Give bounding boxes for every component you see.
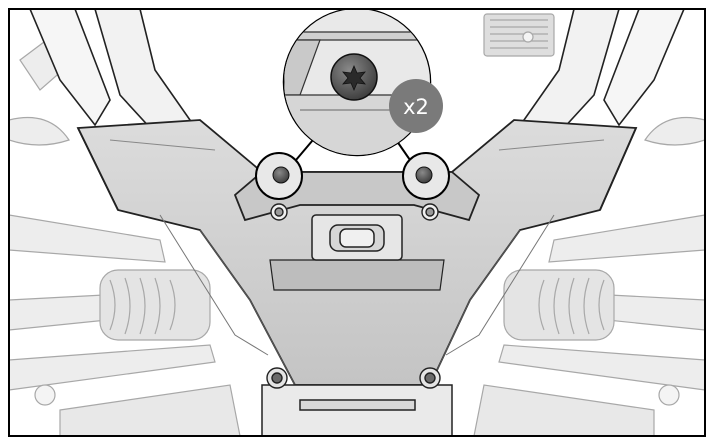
tow-mount — [311, 214, 403, 261]
torx-screw-icon — [330, 53, 378, 101]
quantity-badge: x2 — [389, 79, 443, 133]
figure-border — [8, 8, 706, 437]
frame-tubes — [29, 9, 685, 157]
flange-bolt-icon — [266, 203, 441, 389]
screw-highlight-right — [402, 152, 450, 200]
quantity-label: x2 — [403, 95, 429, 119]
background-suspension-right — [473, 13, 705, 436]
lower-bracket — [261, 384, 453, 436]
screw-highlight-left — [255, 152, 303, 200]
